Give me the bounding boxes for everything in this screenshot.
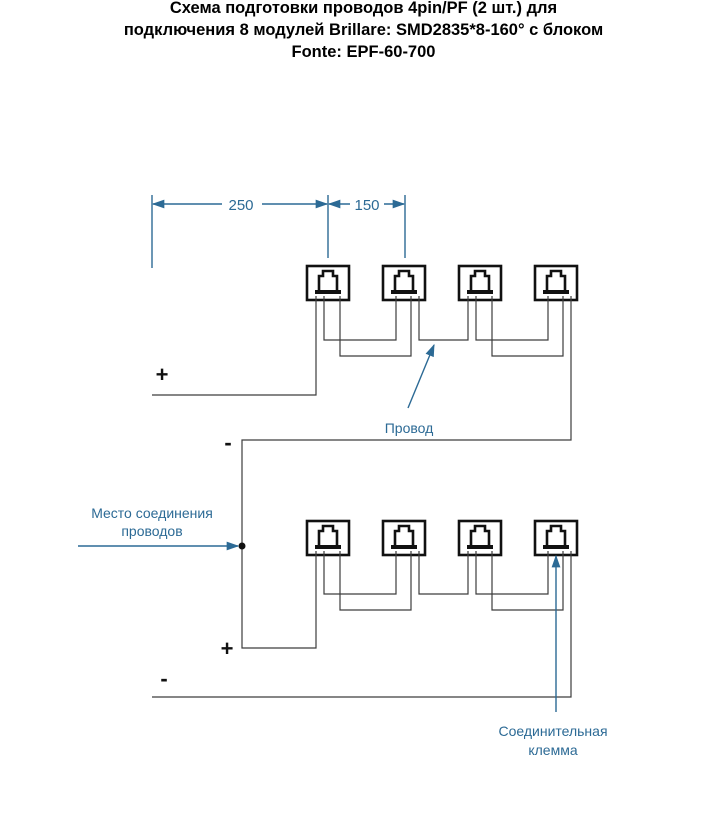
connector-1-2	[381, 264, 427, 302]
minus-sign-middle: -	[224, 430, 231, 455]
wire-2-2-to-2-3	[418, 551, 469, 595]
junction-label-line-1: Место соединения	[91, 505, 213, 521]
wire-2-1-to-2-2-b	[339, 551, 412, 611]
diagram-title: Схема подготовки проводов 4pin/PF (2 шт.…	[0, 0, 727, 63]
wire-1-2-to-1-3	[418, 296, 469, 341]
wire-callout-arrow	[407, 343, 435, 409]
wire-minus-row-1	[241, 296, 572, 649]
connectors-row-1	[305, 264, 579, 302]
wire-2-3-to-2-4-a	[475, 551, 549, 595]
terminal-label-line-2: клемма	[528, 742, 577, 758]
wire-1-3-to-1-4-a	[475, 296, 549, 341]
terminal-label-line-1: Соединительная	[498, 723, 607, 739]
junction-dot	[238, 542, 246, 550]
wire-2-1-to-2-2-a	[323, 551, 397, 595]
wire-1-1-to-1-2-b	[339, 296, 412, 357]
connector-2-2	[381, 519, 427, 557]
junction-label-line-2: проводов	[121, 523, 182, 539]
title-line-2: подключения 8 модулей Brillare: SMD2835*…	[123, 21, 604, 39]
plus-sign-bottom: +	[221, 636, 234, 661]
wire-1-1-to-1-2-a	[323, 296, 397, 341]
dim-label-250: 250	[228, 197, 253, 214]
wire-minus-row-2	[152, 551, 572, 698]
wires-row-1	[152, 296, 572, 649]
wire-1-3-to-1-4-b	[491, 296, 564, 357]
plus-sign-top: +	[156, 362, 169, 387]
connector-2-1	[305, 519, 351, 557]
wires-row-2	[152, 551, 572, 698]
dimension-lines: 250 150	[151, 195, 406, 268]
dim-label-150: 150	[354, 197, 379, 214]
title-line-3: Fonte: EPF-60-700	[291, 43, 436, 61]
title-line-1: Схема подготовки проводов 4pin/PF (2 шт.…	[169, 0, 558, 17]
wire-plus-row-1	[152, 296, 317, 396]
wire-label: Провод	[385, 420, 434, 436]
minus-sign-bottom: -	[160, 666, 167, 691]
connector-1-1	[305, 264, 351, 302]
connector-2-3	[457, 519, 503, 557]
connector-2-4	[533, 519, 579, 557]
connector-1-4	[533, 264, 579, 302]
connectors-row-2	[305, 519, 579, 557]
wire-2-3-to-2-4-b	[491, 551, 564, 611]
connector-1-3	[457, 264, 503, 302]
